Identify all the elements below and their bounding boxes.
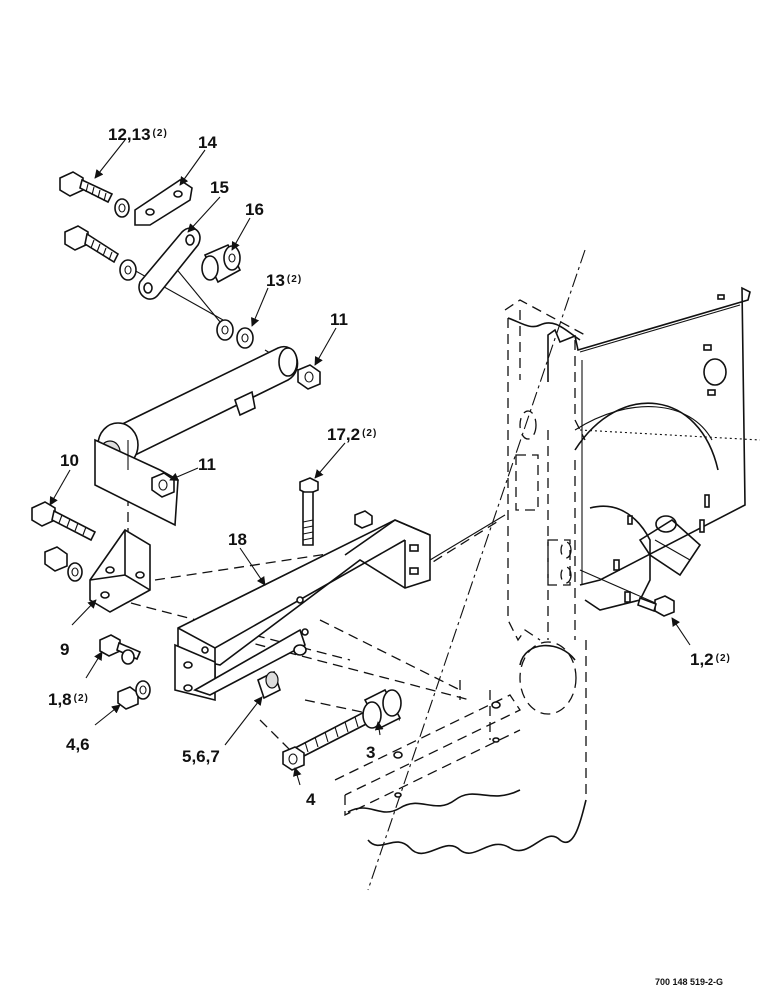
callout-5-6-7: 5,6,7	[182, 747, 220, 766]
nut-4	[282, 746, 305, 771]
callout-17-2: 17,2(2)	[327, 425, 377, 444]
washers-13	[216, 319, 254, 349]
dashed-sill	[334, 680, 521, 817]
nut-washer-4-6	[117, 680, 151, 710]
callout-12-13: 12,13(2)	[108, 125, 168, 144]
nut-arm-top	[293, 510, 373, 656]
stud-5-6-7	[257, 670, 281, 700]
callout-4: 4	[306, 790, 316, 809]
nuts-washers-left	[44, 546, 83, 582]
callout-14: 14	[198, 133, 217, 152]
nut-11-lower	[151, 472, 175, 498]
bolt-1-2	[637, 595, 675, 617]
callout-labels: 12,13(2) 14 15 16 13(2) 11 11 10 17,2(2)…	[48, 125, 731, 987]
bolt-10	[31, 501, 97, 542]
leader-lines	[49, 139, 691, 786]
bolt-17	[299, 477, 319, 546]
strap-14	[134, 179, 193, 226]
callout-9: 9	[60, 640, 69, 659]
callout-11-lower: 11	[198, 455, 216, 474]
bolt-12-assembly	[59, 171, 130, 218]
bolt-1-8	[99, 634, 142, 665]
callout-11-upper: 11	[330, 310, 348, 329]
nut-11-upper	[297, 364, 321, 390]
callout-16: 16	[245, 200, 264, 219]
callout-1-2: 1,2(2)	[690, 650, 731, 669]
bushing-16	[201, 243, 242, 284]
rod-3	[293, 688, 402, 760]
callout-15: 15	[210, 178, 229, 197]
bracket-9	[89, 528, 151, 613]
dashed-frame-channel	[367, 299, 587, 855]
callout-13: 13(2)	[266, 271, 302, 290]
callout-4-6: 4,6	[66, 735, 90, 754]
bolt-second-assembly	[64, 225, 137, 281]
callout-10: 10	[60, 451, 79, 470]
hydraulic-cylinder	[94, 345, 299, 527]
callout-1-8: 1,8(2)	[48, 690, 89, 709]
drawing-number: 700 148 519-2-G	[655, 977, 723, 987]
frame-side-panel	[367, 249, 751, 891]
callout-3: 3	[366, 743, 375, 762]
callout-18: 18	[228, 530, 247, 549]
link-15	[138, 227, 201, 300]
mounting-arm-18	[174, 519, 431, 702]
